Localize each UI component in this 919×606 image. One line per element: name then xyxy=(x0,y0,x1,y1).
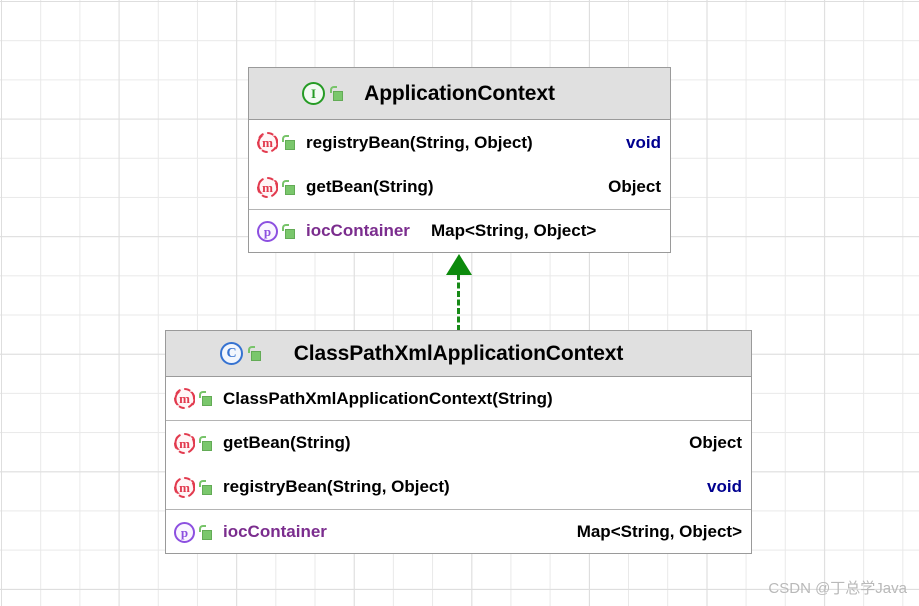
uml-box-header: I ApplicationContext xyxy=(249,68,670,120)
realization-arrow-line xyxy=(457,274,460,331)
uml-box-header: C ClassPathXmlApplicationContext xyxy=(166,331,751,377)
uml-member-row[interactable]: m ClassPathXmlApplicationContext(String) xyxy=(166,377,751,420)
uml-methods-section: m registryBean(String, Object) void m ge… xyxy=(249,120,670,209)
uml-fields-section: p iocContainer Map<String, Object> xyxy=(166,509,751,554)
member-type: void xyxy=(626,132,661,152)
member-name: registryBean(String, Object) xyxy=(306,132,533,152)
method-icon: m xyxy=(257,176,278,198)
page-title: ApplicationContext xyxy=(364,81,555,105)
member-name: getBean(String) xyxy=(306,177,434,196)
uml-member-row[interactable]: p iocContainer Map<String, Object> xyxy=(249,210,670,252)
uml-methods-section: m getBean(String) Object m registryBean(… xyxy=(166,420,751,509)
uml-class-box-applicationcontext[interactable]: I ApplicationContext m registryBean(Stri… xyxy=(248,67,671,253)
class-icon: C xyxy=(220,342,243,365)
member-type: Object xyxy=(689,433,742,452)
method-icon: m xyxy=(174,476,195,498)
watermark-text: CSDN @丁总学Java xyxy=(768,580,907,597)
member-name: getBean(String) xyxy=(223,433,351,452)
member-type: Object xyxy=(608,177,661,196)
property-icon: p xyxy=(257,220,278,242)
member-type: void xyxy=(707,477,742,496)
public-unlocked-icon xyxy=(248,346,261,361)
member-name: ClassPathXmlApplicationContext(String) xyxy=(223,388,553,408)
uml-member-row[interactable]: p iocContainer Map<String, Object> xyxy=(166,510,751,554)
property-icon: p xyxy=(174,521,195,543)
method-icon: m xyxy=(174,388,195,409)
uml-constructors-section: m ClassPathXmlApplicationContext(String) xyxy=(166,377,751,420)
uml-member-row[interactable]: m getBean(String) Object xyxy=(166,421,751,465)
realization-arrow-head xyxy=(446,254,472,275)
public-unlocked-icon xyxy=(199,479,212,495)
public-unlocked-icon xyxy=(330,86,343,101)
method-icon: m xyxy=(257,132,278,153)
public-unlocked-icon xyxy=(282,179,295,195)
interface-icon: I xyxy=(302,82,325,105)
uml-member-row[interactable]: m registryBean(String, Object) void xyxy=(166,465,751,509)
uml-member-row[interactable]: m registryBean(String, Object) void xyxy=(249,120,670,165)
member-name: iocContainer xyxy=(306,221,410,240)
public-unlocked-icon xyxy=(282,135,295,150)
public-unlocked-icon xyxy=(199,391,212,406)
public-unlocked-icon xyxy=(282,223,295,239)
member-type: Map<String, Object> xyxy=(431,221,597,240)
uml-member-row[interactable]: m getBean(String) Object xyxy=(249,165,670,209)
member-type: Map<String, Object> xyxy=(576,522,742,541)
page-title: ClassPathXmlApplicationContext xyxy=(293,341,624,365)
member-name: registryBean(String, Object) xyxy=(223,477,450,496)
uml-class-box-classpathxmlapplicationcontext[interactable]: C ClassPathXmlApplicationContext m Class… xyxy=(165,330,752,554)
uml-fields-section: p iocContainer Map<String, Object> xyxy=(249,209,670,252)
public-unlocked-icon xyxy=(199,435,212,451)
method-icon: m xyxy=(174,432,195,454)
public-unlocked-icon xyxy=(199,524,212,540)
member-name: iocContainer xyxy=(223,522,327,541)
